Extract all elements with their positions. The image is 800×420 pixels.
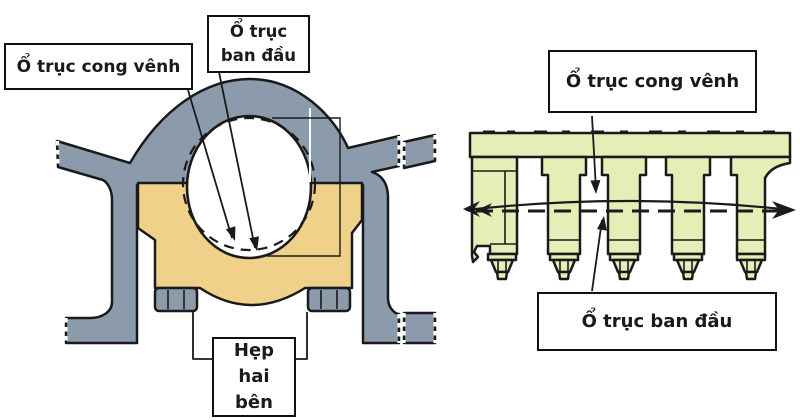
label-text: Ổ trục cong vênh: [565, 71, 740, 92]
break-marks: [55, 135, 437, 343]
rail-hatch-ticks: [483, 130, 775, 134]
bearing-web-4: [664, 155, 712, 256]
leader-warped-bore-left: [187, 89, 236, 241]
label-original-bore-right: Ổ trục ban đầu: [537, 292, 777, 351]
label-text-line1: Ổ trục: [229, 22, 288, 41]
bolt-boss: [608, 252, 640, 281]
bolt-boss: [548, 252, 580, 281]
leader-pinch-right: [296, 312, 308, 360]
label-text: Ổ trục cong vênh: [16, 56, 181, 77]
bearing-web-1: [470, 155, 519, 264]
engine-block-housing: [55, 77, 401, 345]
bearing-web-2: [540, 155, 588, 256]
leader-warped-bore-right: [590, 115, 601, 194]
warped-bore-axis-curve: [465, 199, 792, 212]
label-text-line2: hai: [238, 366, 270, 387]
label-warped-bore-right: Ổ trục cong vênh: [548, 50, 757, 113]
bore-original-outline-dashed: [181, 116, 317, 252]
bearing-cap-bolt-left: [153, 286, 199, 313]
bolt-boss: [735, 252, 767, 281]
label-text-line3: bên: [235, 392, 273, 413]
bearing-cap-bolt-right: [306, 286, 352, 313]
label-text-line1: Hẹp: [233, 340, 275, 361]
reference-rectangle: [267, 117, 341, 257]
leader-pinch-left: [192, 312, 212, 360]
bearing-web-3: [600, 155, 648, 256]
pan-rail: [468, 131, 792, 159]
leader-original-bore-left: [218, 71, 259, 251]
broken-foot-piece: [402, 311, 437, 345]
label-warped-bore-left: Ổ trục cong vênh: [4, 43, 193, 90]
label-original-bore-left: Ổ trục ban đầu: [207, 15, 310, 73]
axis-arrowhead-right: [772, 201, 796, 219]
axis-arrowhead-left: [463, 201, 492, 217]
bolt-boss: [486, 252, 518, 281]
leader-original-bore-right: [591, 216, 607, 292]
crankcase-side-view: [463, 115, 796, 292]
broken-arm-piece: [402, 133, 437, 170]
label-text-line2: ban đầu: [220, 46, 297, 65]
bolt-boss: [672, 252, 704, 281]
label-text: Ổ trục ban đầu: [581, 311, 733, 332]
web-bolt-bosses: [486, 252, 767, 281]
bearing-web-5: [729, 155, 792, 256]
bore-distorted-outline: [185, 114, 313, 260]
label-pinched-sides: Hẹp hai bên: [212, 337, 296, 417]
engine-block-cross-section: [55, 71, 437, 360]
